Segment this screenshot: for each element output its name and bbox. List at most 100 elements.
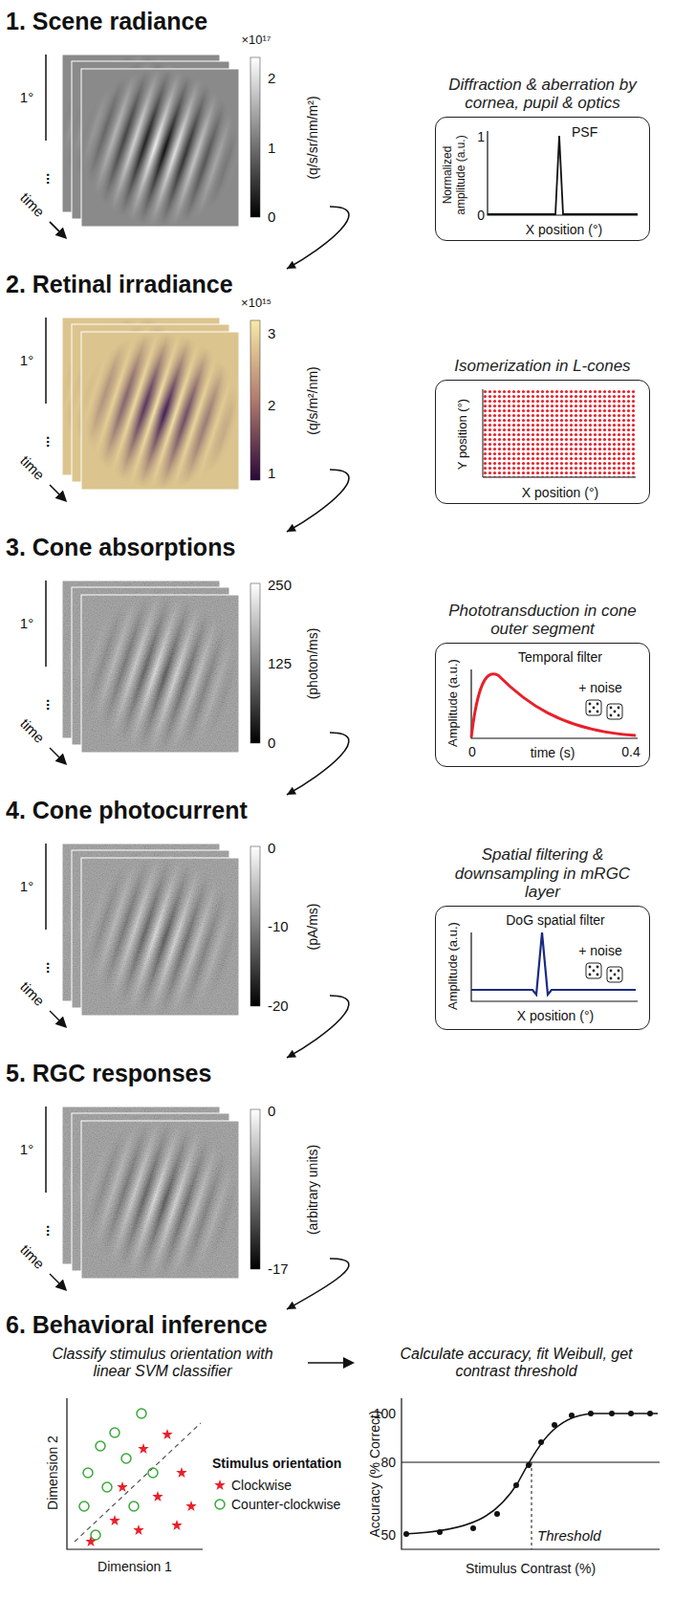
process-title: Phototransduction in cone outer segment	[433, 601, 653, 639]
stage-6-plots	[538, 1438, 544, 1445]
axis-label: Amplitude (a.u.)	[446, 921, 461, 1010]
stage-4-stack	[81, 857, 239, 1016]
ellipsis: ...	[43, 961, 60, 975]
stage-1-stack	[81, 68, 239, 227]
psf-plot	[487, 130, 638, 216]
axis-tick: 80	[380, 1454, 396, 1470]
arrowhead	[286, 523, 297, 532]
colorbar-tick: 0	[267, 734, 276, 751]
ellipsis: ...	[43, 698, 60, 712]
axis-label: X position (°)	[521, 484, 599, 500]
axis-label: Normalized amplitude (a.u.)	[441, 127, 469, 223]
scale-label: 1°	[20, 351, 34, 369]
axis-tick: 100	[373, 1405, 396, 1421]
colorbar-multiplier: ×10¹⁵	[240, 296, 272, 311]
stage-5-stack	[81, 1120, 239, 1279]
stack-axes	[44, 1106, 47, 1193]
time-label: time	[17, 452, 48, 483]
temporal-filter-plot	[607, 703, 623, 719]
axis-label: X position (°)	[525, 221, 603, 238]
stage-6-plots	[403, 1410, 653, 1537]
stage-6-plots	[136, 1408, 147, 1418]
cone-mosaic	[482, 389, 636, 478]
process-box: Diffraction & aberration by cornea, pupi…	[434, 116, 651, 241]
scale-label: 1°	[20, 614, 34, 631]
stage-panel: 5. RGC responses	[0, 1057, 330, 1282]
stage-3-stack	[81, 594, 239, 753]
stage-6-plots	[401, 1397, 660, 1549]
axis-label: Temporal filter	[518, 649, 603, 665]
colorbar-unit: (photon/ms)	[304, 628, 321, 700]
axis-label: DoG spatial filter	[505, 911, 605, 928]
stage-6-plots	[132, 1523, 144, 1535]
axis-label: Dimension 1	[97, 1558, 173, 1574]
stage-6-plots	[531, 1461, 533, 1549]
axis-label: X position (°)	[517, 1007, 594, 1023]
stack-axes	[44, 317, 47, 404]
colorbar-tick: -10	[267, 917, 289, 934]
stage-panel: 3. Cone absorptions	[0, 531, 330, 757]
colorbar-tick: 2	[267, 69, 276, 87]
colorbar-tick: 1	[267, 139, 276, 156]
stage-6-plots	[109, 1427, 120, 1437]
stage-heading: 5. RGC responses	[5, 1059, 212, 1087]
colorbar-tick: 3	[267, 325, 276, 342]
step-caption: Classify stimulus orientation with linea…	[45, 1345, 281, 1381]
stage-heading: 1. Scene radiance	[5, 7, 208, 36]
threshold-label: Threshold	[537, 1526, 602, 1543]
time-label: time	[17, 977, 48, 1009]
flow-arrow	[286, 469, 349, 532]
stage-1-stack	[250, 57, 261, 218]
scale-label: 1°	[20, 877, 34, 894]
stack-axes	[49, 221, 66, 238]
stage-6-plots	[102, 1481, 112, 1492]
stage-6-plots	[83, 1467, 93, 1477]
colorbar-tick: 0	[267, 1102, 276, 1119]
temporal-filter-plot	[586, 699, 602, 716]
stage-heading: 3. Cone absorptions	[5, 533, 236, 562]
stage-heading: 2. Retinal irradiance	[5, 270, 234, 299]
colorbar-multiplier: ×10¹⁷	[240, 33, 271, 48]
stage-6-plots	[79, 1500, 89, 1511]
stage-6-plots	[137, 1442, 149, 1454]
flow-arrow	[286, 995, 349, 1058]
process-box: Spatial filtering & downsampling in mRGC…	[434, 905, 651, 1030]
colorbar-tick: -20	[267, 997, 289, 1014]
stage-6-plots	[568, 1411, 575, 1418]
stage-6-plots	[129, 1500, 139, 1511]
arrowhead	[286, 786, 297, 795]
colorbar-tick: 2	[267, 396, 276, 413]
stage-4-stack	[81, 857, 239, 1016]
colorbar-unit: (pA/ms)	[304, 903, 321, 951]
stage-4-stack	[62, 843, 261, 1016]
axis-label: Amplitude (a.u.)	[446, 658, 461, 747]
flow-arrow	[286, 1258, 349, 1309]
legend-text: Clockwise	[231, 1476, 292, 1493]
stage-6-plots	[66, 1397, 203, 1549]
axis-label: Stimulus Contrast (%)	[465, 1560, 596, 1576]
arrowhead	[286, 1049, 297, 1058]
dog-filter-plot	[586, 962, 602, 978]
arrowhead	[286, 260, 297, 269]
stage-6-plots	[171, 1519, 182, 1530]
flow-arrow	[286, 206, 349, 269]
stage-2-stack	[81, 331, 239, 490]
arrowhead	[286, 1301, 297, 1309]
stage-6-plots	[215, 1498, 225, 1509]
stage-panel: 2. Retinal irradiance	[0, 268, 330, 494]
colorbar-tick: 0	[267, 208, 276, 225]
colorbar-tick: 1	[267, 464, 276, 481]
colorbar-unit: (arbitrary units)	[304, 1144, 321, 1235]
stage-6-plots	[161, 1428, 173, 1439]
stage-6-plots	[79, 1408, 158, 1540]
stage-3-stack	[250, 583, 261, 743]
stage-5-stack	[81, 1120, 239, 1279]
axis-label: 0	[477, 207, 485, 223]
time-label: time	[17, 1240, 48, 1272]
dog-filter-plot	[471, 932, 636, 995]
stage-6-plots	[121, 1453, 131, 1463]
axis-tick: 50	[380, 1526, 396, 1542]
stage-6-plots	[628, 1410, 634, 1416]
time-label: time	[17, 189, 48, 220]
legend-title: Stimulus orientation	[212, 1454, 342, 1471]
